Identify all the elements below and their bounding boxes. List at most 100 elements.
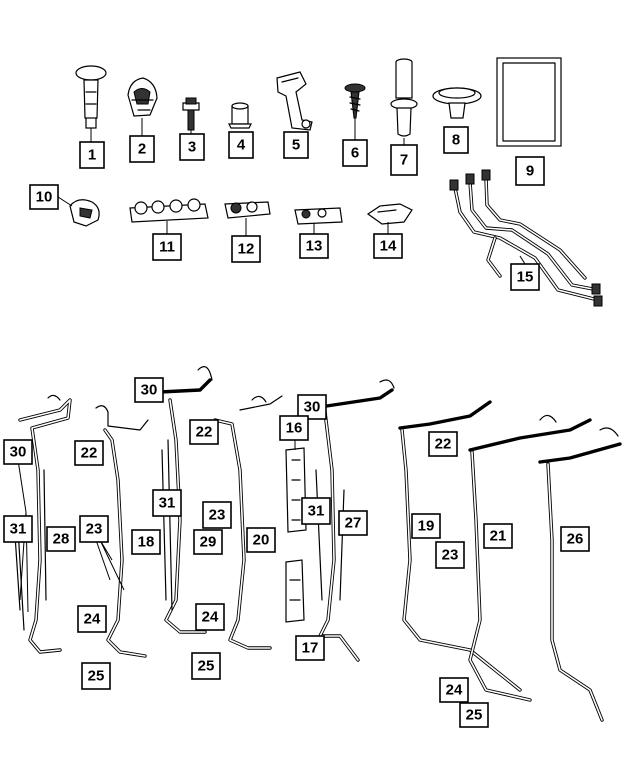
callout-30-c: 30 (3, 439, 33, 465)
callout-30-a: 30 (134, 377, 164, 403)
callout-15: 15 (510, 263, 540, 291)
assembly-16-17 (285, 440, 307, 623)
svg-text:24: 24 (446, 682, 463, 699)
callout-20: 20 (246, 527, 276, 553)
part-1-push-pin (75, 65, 107, 142)
svg-text:25: 25 (88, 668, 105, 685)
part-8-button-plug (432, 87, 482, 119)
svg-text:3: 3 (188, 139, 196, 156)
svg-text:14: 14 (380, 238, 397, 255)
assembly-26 (538, 442, 622, 722)
svg-text:21: 21 (490, 528, 507, 545)
svg-text:25: 25 (466, 707, 483, 724)
svg-text:1: 1 (88, 147, 96, 164)
svg-text:10: 10 (36, 189, 53, 206)
assembly-19 (398, 400, 522, 692)
callout-5: 5 (283, 131, 309, 159)
callout-11: 11 (152, 233, 182, 261)
callout-23-a: 23 (79, 515, 109, 543)
svg-text:9: 9 (526, 163, 534, 180)
callout-25-b: 25 (191, 652, 221, 680)
svg-text:8: 8 (452, 132, 460, 149)
callout-16: 16 (279, 415, 309, 441)
svg-text:23: 23 (442, 547, 459, 564)
svg-text:22: 22 (196, 424, 213, 441)
part-2-clip (127, 77, 158, 136)
callout-30-b: 30 (297, 394, 327, 420)
callout-13: 13 (299, 233, 329, 259)
callout-6: 6 (342, 139, 368, 167)
callout-22-c: 22 (428, 431, 458, 457)
callout-2: 2 (129, 135, 155, 163)
part-6-screw (344, 83, 366, 140)
callout-8: 8 (443, 126, 469, 154)
callout-27: 27 (338, 510, 368, 536)
callouts: 1 2 3 4 5 6 7 8 9 10 11 12 13 14 15 30 3… (3, 126, 590, 728)
svg-text:5: 5 (292, 137, 300, 154)
part-12-clip (224, 201, 271, 236)
assembly-29 (158, 366, 213, 634)
svg-text:7: 7 (400, 152, 408, 169)
callout-24-c: 24 (439, 677, 469, 703)
callout-7: 7 (390, 144, 418, 176)
svg-text:27: 27 (345, 515, 362, 532)
callout-9: 9 (515, 156, 545, 186)
callout-25-c: 25 (459, 702, 489, 728)
svg-text:28: 28 (53, 531, 70, 548)
callout-18: 18 (131, 529, 161, 555)
svg-text:16: 16 (286, 420, 303, 437)
callout-21: 21 (483, 523, 513, 549)
part-5-bracket (276, 71, 313, 131)
svg-text:30: 30 (304, 399, 321, 416)
callout-17: 17 (295, 635, 325, 661)
callout-14: 14 (373, 233, 403, 259)
callout-25-a: 25 (81, 662, 111, 690)
part-9-pad (496, 57, 562, 147)
svg-text:25: 25 (198, 658, 215, 675)
svg-text:24: 24 (202, 609, 219, 626)
callout-12: 12 (231, 235, 261, 263)
part-13-clip (294, 207, 343, 234)
svg-text:23: 23 (209, 507, 226, 524)
svg-text:22: 22 (435, 436, 452, 453)
svg-text:13: 13 (306, 238, 323, 255)
callout-22-a: 22 (74, 440, 104, 466)
assembly-21 (468, 414, 619, 702)
callout-22-b: 22 (189, 419, 219, 445)
svg-text:31: 31 (308, 503, 325, 520)
callout-10: 10 (29, 184, 59, 210)
assembly-20 (213, 395, 283, 650)
callout-28: 28 (46, 526, 76, 552)
svg-text:17: 17 (302, 640, 319, 657)
svg-text:26: 26 (567, 531, 584, 548)
part-11-multi-clip (129, 198, 209, 234)
part-10-clip (57, 196, 100, 227)
svg-text:19: 19 (418, 518, 435, 535)
part-15-tube-bundle (449, 169, 603, 307)
part-4-nut (228, 102, 252, 129)
svg-text:24: 24 (84, 611, 101, 628)
callout-1: 1 (79, 141, 105, 169)
callout-24-a: 24 (77, 605, 107, 633)
svg-text:31: 31 (10, 521, 27, 538)
assembly-18 (95, 405, 149, 658)
svg-text:15: 15 (517, 269, 534, 286)
svg-text:6: 6 (351, 145, 359, 162)
callout-26: 26 (560, 526, 590, 552)
svg-text:2: 2 (138, 141, 146, 158)
callout-3: 3 (179, 133, 205, 161)
callout-23-b: 23 (202, 501, 232, 529)
part-14-clip (366, 203, 413, 234)
svg-text:30: 30 (141, 382, 158, 399)
part-7-plug (390, 58, 418, 145)
svg-text:30: 30 (10, 444, 27, 461)
svg-text:4: 4 (237, 137, 246, 154)
svg-text:12: 12 (238, 241, 255, 258)
svg-text:11: 11 (159, 239, 175, 256)
callout-4: 4 (228, 131, 254, 159)
svg-text:18: 18 (138, 534, 155, 551)
callout-23-c: 23 (435, 541, 465, 569)
svg-text:23: 23 (86, 521, 103, 538)
callout-29: 29 (193, 529, 223, 555)
